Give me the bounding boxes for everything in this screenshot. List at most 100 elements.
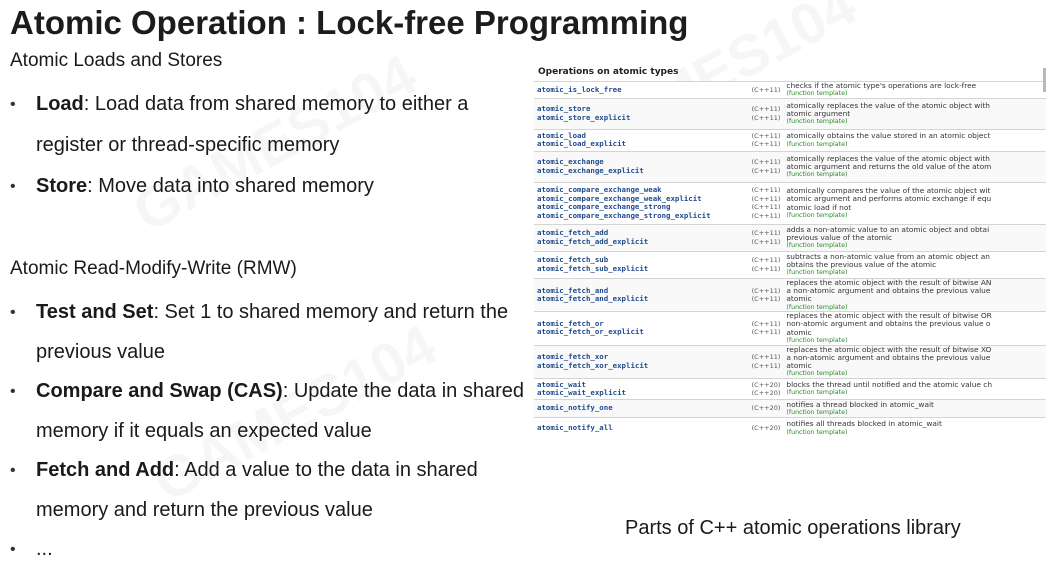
function-name-line: atomic_fetch_and_explicit (C++11) xyxy=(537,293,781,303)
table-row: atomic_fetch_or (C++11) atomic_fetch_or_ex… xyxy=(534,311,1046,346)
function-names-cell: atomic_notify_all(C++20) xyxy=(534,417,783,438)
description-line: replaces the atomic object with the resu… xyxy=(786,278,992,287)
function-link[interactable]: atomic_compare_exchange_strong_explicit xyxy=(537,210,711,220)
list-item: •Store: Move data into shared memory xyxy=(10,166,530,207)
list-item: •Fetch and Add: Add a value to the data … xyxy=(10,451,530,530)
table-row: atomic_fetch_sub(C++11)atomic_fetch_sub_… xyxy=(534,251,1046,279)
function-link[interactable]: atomic_fetch_add xyxy=(537,228,609,238)
function-link[interactable]: atomic_compare_exchange_weak_explicit xyxy=(537,193,702,203)
version-tag: (C++11) xyxy=(751,319,781,328)
description-line: atomic load if not xyxy=(786,202,852,212)
version-tag: (C++11) xyxy=(751,237,781,246)
description-line: a non-atomic argument and obtains the pr… xyxy=(786,352,991,362)
function-link[interactable]: atomic_compare_exchange_strong xyxy=(537,202,671,212)
description-line: replaces the atomic object with the resu… xyxy=(786,311,992,321)
function-name-line: atomic_exchange_explicit(C++11) xyxy=(537,165,780,175)
term: Test and Set xyxy=(36,301,154,323)
kind-label[interactable]: (function template) xyxy=(786,269,848,277)
kind-label[interactable]: (function template) xyxy=(786,140,848,148)
version-tag: (C++11) xyxy=(751,186,781,195)
table-row: atomic_fetch_and(C++11)atomic_fetch_and_… xyxy=(534,278,1046,312)
description-cell: atomically replaces the value of the ato… xyxy=(783,151,1046,182)
description-cell: replaces the atomic object with the resu… xyxy=(783,312,1046,345)
kind-label[interactable]: (function template) xyxy=(786,211,848,219)
table-row: atomic_notify_one(C++20)notifies a threa… xyxy=(534,399,1046,418)
term: Compare and Swap (CAS) xyxy=(36,380,283,402)
description-line: atomically compares the value of the ato… xyxy=(786,186,991,196)
function-link[interactable]: atomic_fetch_and xyxy=(537,285,609,295)
description-cell: notifies all threads blocked in atomic_w… xyxy=(783,417,1046,438)
function-link[interactable]: atomic_store_explicit xyxy=(537,112,631,122)
description-line: adds a non-atomic value to an atomic obj… xyxy=(786,224,990,234)
operations-table: atomic_is_lock_free (C++11) checks if the … xyxy=(534,81,1046,439)
table-row: atomic_wait(C++20)atomic_wait_explicit(C… xyxy=(534,378,1046,400)
function-link[interactable]: atomic_fetch_or_explicit xyxy=(537,327,644,337)
kind-label[interactable]: (function template) xyxy=(786,118,848,126)
description-cell: atomically replaces the value of the ato… xyxy=(783,98,1046,129)
kind-label[interactable]: (function template) xyxy=(786,337,848,345)
function-name-line: atomic_exchange (C++11) xyxy=(537,157,781,167)
kind-label[interactable]: (function template) xyxy=(786,408,848,416)
kind-label[interactable]: (function template) xyxy=(786,303,848,311)
version-tag: (C++11) xyxy=(751,113,781,122)
function-name-line: atomic_wait_explicit(C++20) xyxy=(537,387,780,397)
function-link[interactable]: atomic_fetch_add_explicit xyxy=(537,236,649,246)
function-link[interactable]: atomic_exchange xyxy=(537,157,604,167)
description-cell: subtracts a non-atomic value from an ato… xyxy=(783,251,1046,278)
version-tag: (C++11) xyxy=(751,286,781,295)
description-line: atomic argument and returns the old valu… xyxy=(786,162,992,172)
function-link[interactable]: atomic_wait_explicit xyxy=(537,387,626,397)
function-link[interactable]: atomic_exchange_explicit xyxy=(537,165,644,175)
function-link[interactable]: atomic_fetch_xor_explicit xyxy=(537,360,649,370)
function-link[interactable]: atomic_compare_exchange_weak xyxy=(537,185,662,195)
description-line: non-atomic argument and obtains the prev… xyxy=(786,319,991,329)
version-tag: (C++11) xyxy=(751,294,781,303)
bullet-icon: • xyxy=(10,383,16,400)
description-cell: atomically obtains the value stored in a… xyxy=(783,129,1046,151)
description: : Load data from shared memory to either… xyxy=(36,93,469,156)
description-line: notifies all threads blocked in atomic_w… xyxy=(786,419,942,429)
function-names-cell: atomic_fetch_or (C++11) atomic_fetch_or_ex… xyxy=(534,312,783,345)
version-tag: (C++11) xyxy=(751,158,781,167)
description-line: blocks the thread until notified and the… xyxy=(786,380,993,390)
function-link[interactable]: atomic_fetch_and_explicit xyxy=(537,293,649,303)
function-link[interactable]: atomic_load_explicit xyxy=(537,139,626,149)
function-link[interactable]: atomic_fetch_sub xyxy=(537,255,609,265)
kind-label[interactable]: (function template) xyxy=(786,389,848,397)
function-names-cell: atomic_fetch_sub(C++11)atomic_fetch_sub_… xyxy=(534,251,783,278)
function-name-line: atomic_notify_one(C++20) xyxy=(537,403,780,413)
description-line: atomic argument xyxy=(786,109,851,119)
list-item: •Compare and Swap (CAS): Update the data… xyxy=(10,372,530,451)
function-names-cell: atomic_store(C++11)atomic_store_explicit… xyxy=(534,98,783,129)
table-row: atomic_is_lock_free(C++11)checks if the … xyxy=(534,81,1046,99)
kind-label[interactable]: (function template) xyxy=(786,428,848,436)
function-names-cell: atomic_notify_one(C++20) xyxy=(534,399,783,417)
function-link[interactable]: atomic_fetch_sub_explicit xyxy=(537,263,649,273)
function-names-cell: atomic_exchange(C++11)atomic_exchange_ex… xyxy=(534,151,783,182)
kind-label[interactable]: (function template) xyxy=(786,370,848,378)
scrollbar-thumb[interactable] xyxy=(1043,68,1046,92)
function-names-cell: atomic_compare_exchange_weak (C++11) atomi… xyxy=(534,182,783,224)
function-link[interactable]: atomic_notify_all xyxy=(537,423,613,433)
function-name-line: atomic_fetch_xor(C++11) xyxy=(537,352,780,362)
function-link[interactable]: atomic_wait xyxy=(537,379,586,389)
list-item: •... xyxy=(10,530,530,570)
function-name-line: atomic_store(C++11) xyxy=(537,104,780,114)
function-link[interactable]: atomic_load xyxy=(537,130,586,140)
function-link[interactable]: atomic_fetch_or xyxy=(537,318,604,328)
list-item: •Load: Load data from shared memory to e… xyxy=(10,84,530,166)
function-link[interactable]: atomic_notify_one xyxy=(537,403,613,413)
function-name-line: atomic_compare_exchange_strong(C++11) xyxy=(537,202,780,212)
kind-label[interactable]: (function template) xyxy=(786,171,848,179)
kind-label[interactable]: (function template) xyxy=(786,90,848,98)
function-link[interactable]: atomic_fetch_xor xyxy=(537,352,609,362)
function-link[interactable]: atomic_store xyxy=(537,104,591,114)
version-tag: (C++11) xyxy=(751,140,781,149)
description-line: atomically replaces the value of the ato… xyxy=(786,100,990,110)
description-line: checks if the atomic type's operations a… xyxy=(786,81,977,90)
function-names-cell: atomic_fetch_add (C++11) atomic_fetch_add_… xyxy=(534,224,783,251)
list-item: •Test and Set: Set 1 to shared memory an… xyxy=(10,293,530,372)
function-link[interactable]: atomic_is_lock_free xyxy=(537,84,622,94)
function-name-line: atomic_compare_exchange_strong_explicit(… xyxy=(537,210,780,220)
kind-label[interactable]: (function template) xyxy=(786,242,848,250)
